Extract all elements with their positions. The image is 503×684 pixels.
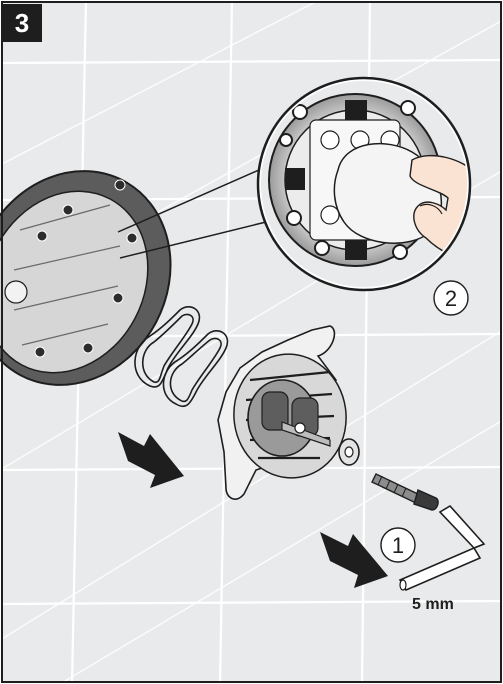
- zoom-leader: [117, 165, 269, 259]
- magnified-detail: [256, 76, 472, 292]
- callout-1-label: 1: [392, 533, 404, 558]
- screw: [371, 473, 439, 511]
- valve-mounting-plate: [217, 325, 347, 500]
- washer: [338, 438, 360, 466]
- hex-key-icon: [398, 504, 486, 592]
- o-ring-seals: [134, 306, 229, 408]
- arrow-right-icon: [320, 532, 388, 588]
- callout-2-label: 2: [445, 286, 457, 311]
- callout-1: 1: [380, 527, 416, 563]
- hex-key-size-label: 5 mm: [412, 596, 454, 613]
- callout-2: 2: [433, 280, 469, 316]
- step-number-badge: 3: [2, 4, 42, 42]
- arrow-right-icon: [118, 432, 184, 488]
- wall-mounting-body: [0, 170, 172, 386]
